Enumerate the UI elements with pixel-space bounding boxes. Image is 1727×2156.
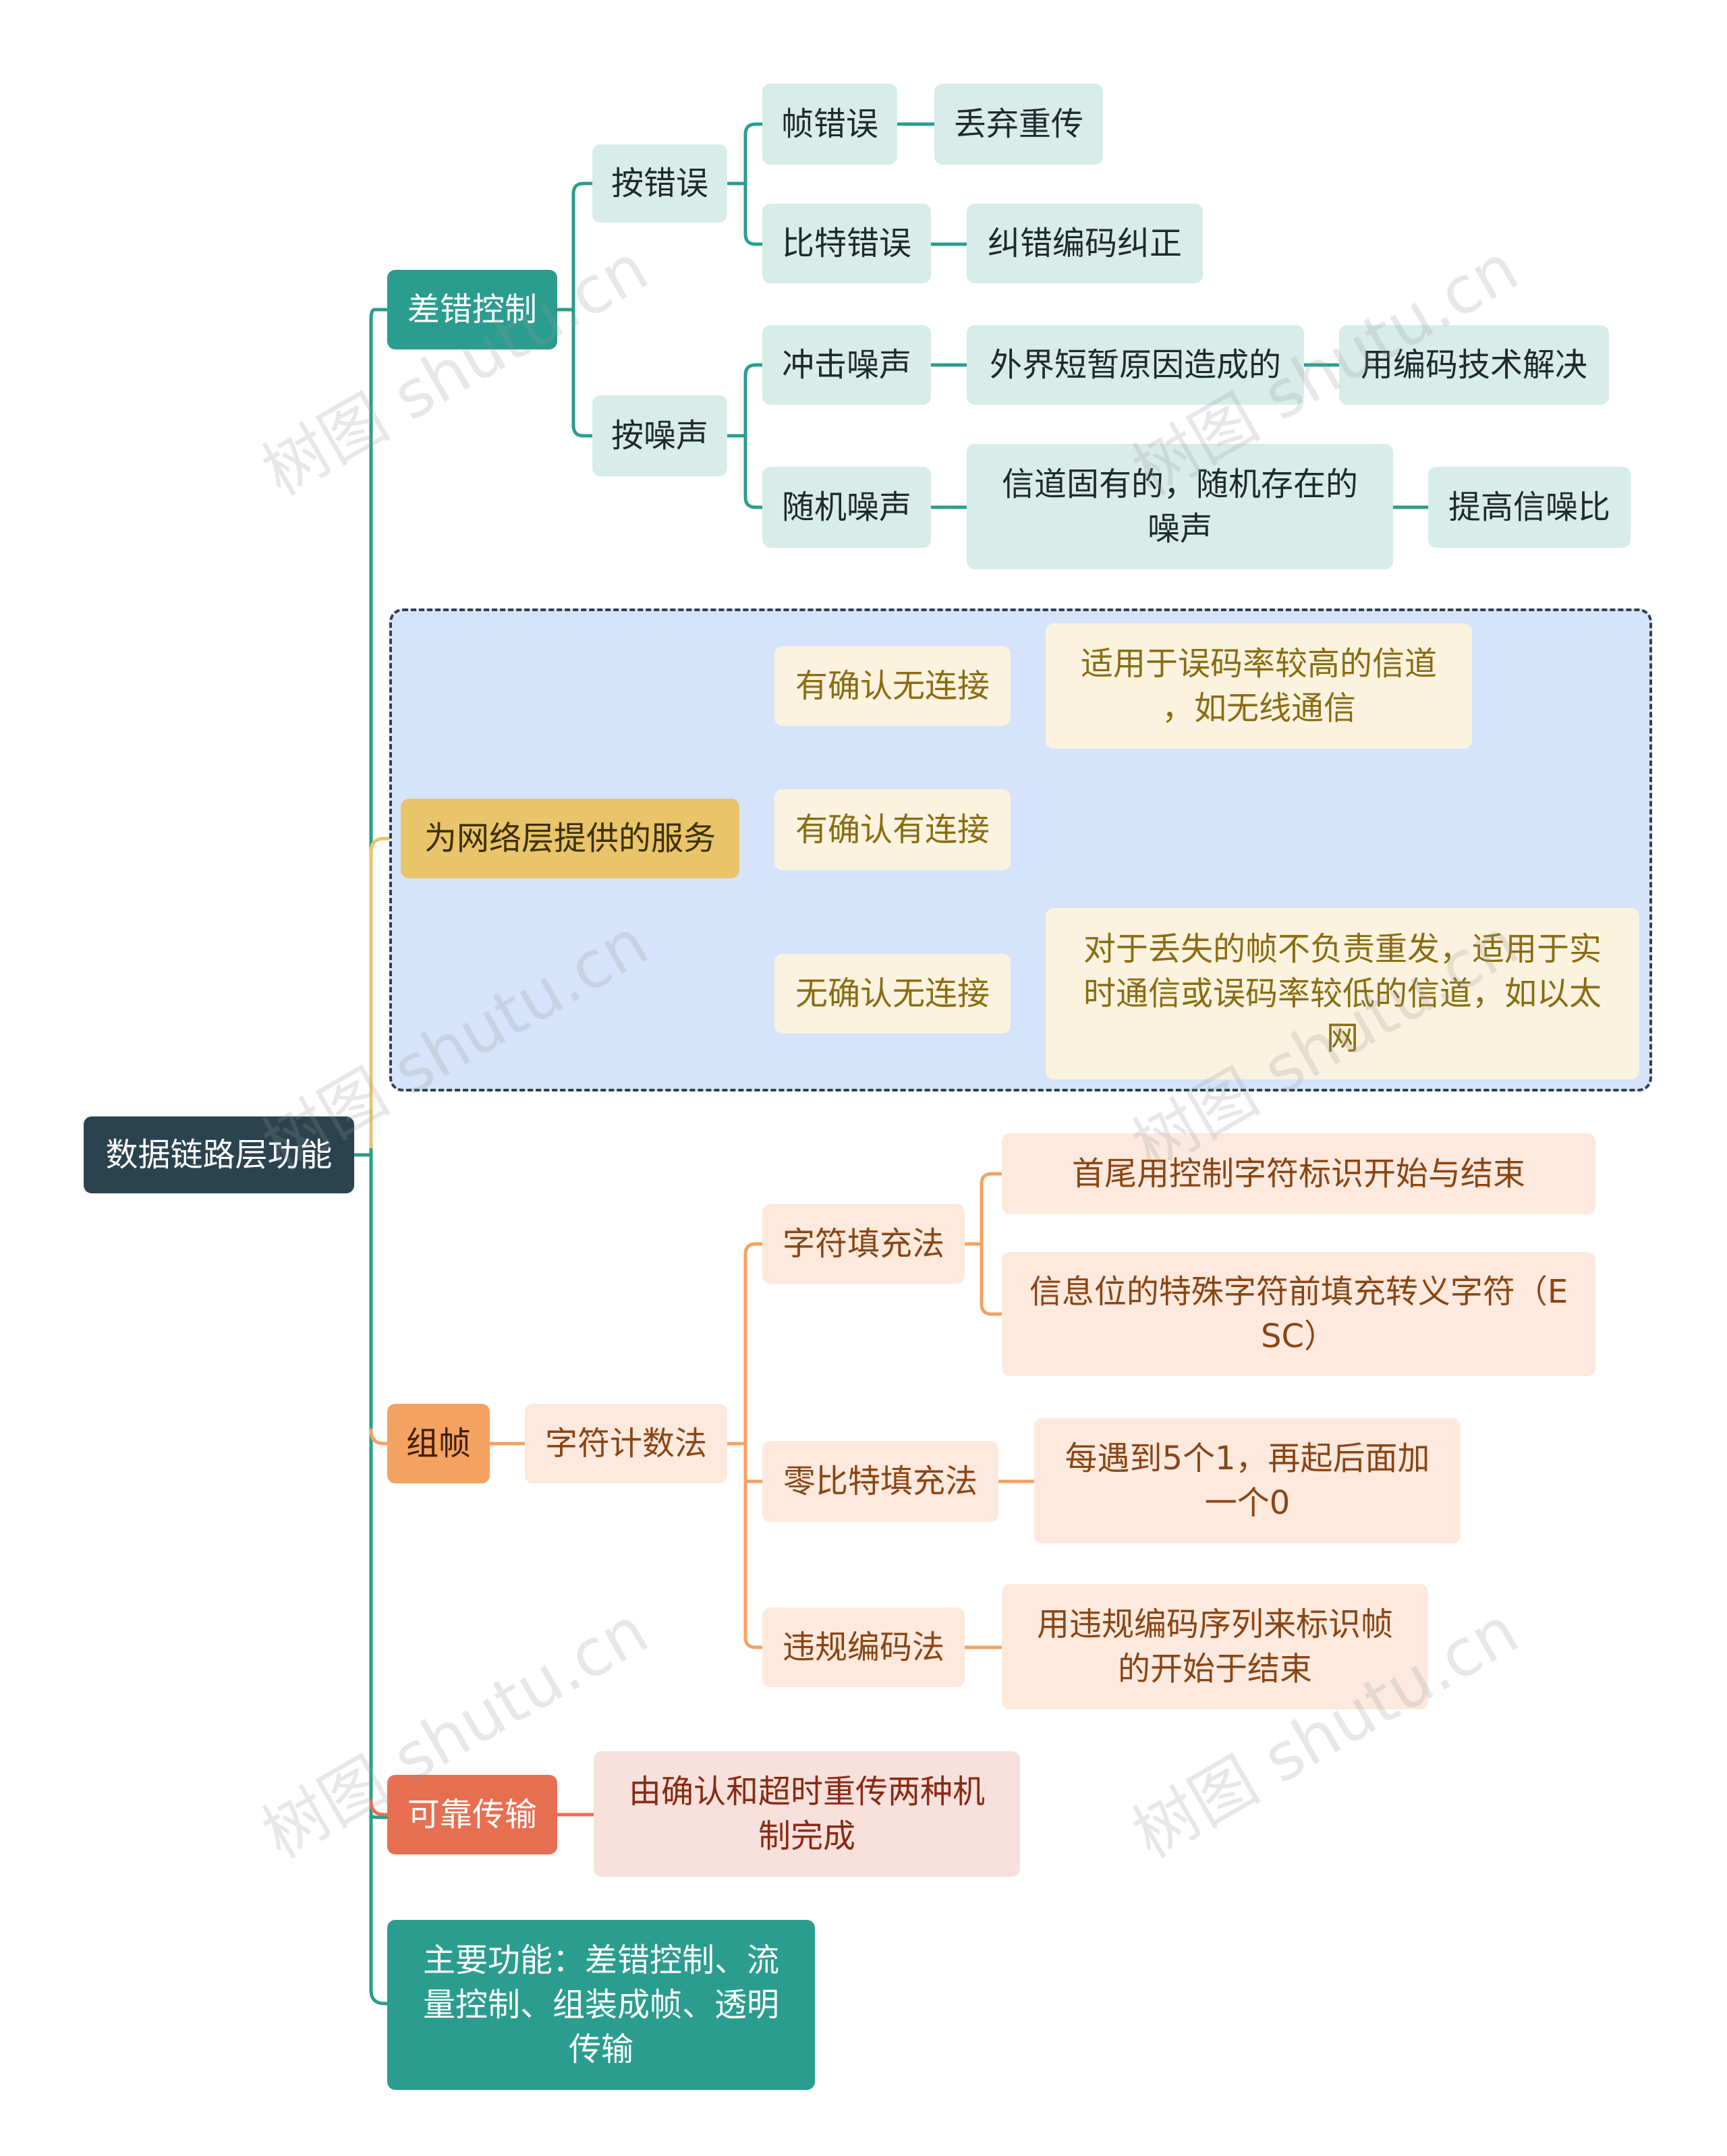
error-control-node[interactable]: 差错控制 [387, 270, 557, 349]
bit-error-action-node[interactable]: 纠错编码纠正 [967, 204, 1203, 283]
ack-connectionless-node[interactable]: 有确认无连接 [774, 646, 1011, 726]
frame-error-action-node[interactable]: 丢弃重传 [934, 84, 1103, 165]
ack-connectionless-note-node[interactable]: 适用于误码率较高的信道 ，如无线通信 [1046, 623, 1472, 749]
zero-bit-stuffing-node[interactable]: 零比特填充法 [762, 1441, 998, 1522]
violation-coding-node[interactable]: 违规编码法 [762, 1608, 965, 1687]
impulse-noise-cause-node[interactable]: 外界短暂原因造成的 [967, 325, 1304, 405]
violation-coding-note-node[interactable]: 用违规编码序列来标识帧 的开始于结束 [1002, 1584, 1428, 1709]
summary-node[interactable]: 主要功能：差错控制、流 量控制、组装成帧、透明 传输 [387, 1920, 815, 2090]
bit-error-node[interactable]: 比特错误 [762, 204, 931, 283]
by-noise-node[interactable]: 按噪声 [592, 395, 727, 476]
impulse-noise-node[interactable]: 冲击噪声 [762, 325, 931, 405]
reliable-transmission-note-node[interactable]: 由确认和超时重传两种机 制完成 [594, 1751, 1020, 1877]
root-node[interactable]: 数据链路层功能 [84, 1116, 354, 1193]
zero-bit-stuffing-note-node[interactable]: 每遇到5个1，再起后面加 一个0 [1034, 1418, 1461, 1543]
random-noise-cause-node[interactable]: 信道固有的，随机存在的 噪声 [967, 444, 1393, 569]
services-node[interactable]: 为网络层提供的服务 [401, 799, 739, 878]
impulse-noise-fix-node[interactable]: 用编码技术解决 [1339, 325, 1609, 405]
framing-node[interactable]: 组帧 [387, 1404, 490, 1483]
char-count-node[interactable]: 字符计数法 [525, 1404, 727, 1483]
ack-connection-node[interactable]: 有确认有连接 [774, 789, 1011, 870]
char-stuffing-note1-node[interactable]: 首尾用控制字符标识开始与结束 [1002, 1133, 1595, 1214]
random-noise-node[interactable]: 随机噪声 [762, 467, 931, 548]
frame-error-node[interactable]: 帧错误 [762, 84, 897, 165]
noack-connectionless-note-node[interactable]: 对于丢失的帧不负责重发，适用于实 时通信或误码率较低的信道，如以太 网 [1046, 908, 1639, 1079]
reliable-transmission-node[interactable]: 可靠传输 [387, 1775, 557, 1854]
noack-connectionless-node[interactable]: 无确认无连接 [774, 954, 1011, 1033]
char-stuffing-node[interactable]: 字符填充法 [762, 1204, 965, 1284]
random-noise-fix-node[interactable]: 提高信噪比 [1428, 467, 1631, 548]
by-error-node[interactable]: 按错误 [592, 144, 727, 223]
char-stuffing-note2-node[interactable]: 信息位的特殊字符前填充转义字符（E SC） [1002, 1252, 1595, 1376]
